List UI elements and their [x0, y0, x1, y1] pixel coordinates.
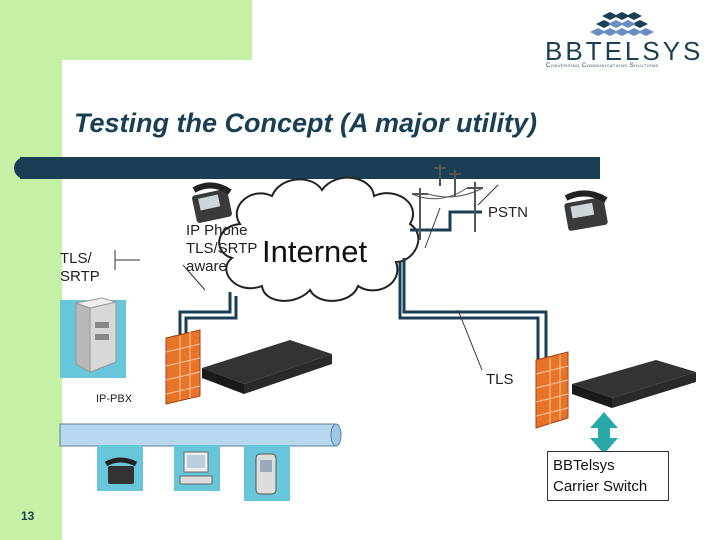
ip-phone-label-line1: IP Phone — [186, 222, 248, 239]
desk-phone-icon — [564, 190, 608, 231]
logo-tagline: Converging Communications Solutions — [546, 63, 659, 69]
ip-phone-label-line3: aware — [186, 258, 227, 275]
tls-srtp-label-line1: TLS/ — [60, 250, 92, 267]
ip-phone-label-line2: TLS/SRTP — [186, 240, 258, 257]
carrier-switch-label-line1: BBTelsys — [553, 457, 615, 474]
desktop-computer-icon — [179, 451, 213, 485]
pstn-label: PSTN — [488, 204, 529, 221]
router-icon — [572, 360, 696, 408]
page-number: 13 — [21, 509, 35, 523]
desk-phone-icon — [192, 182, 232, 223]
carrier-switch-callout — [547, 451, 669, 501]
firewall-icon — [165, 329, 201, 405]
carrier-switch-label-line2: Carrier Switch — [553, 478, 648, 495]
desk-phone-icon — [104, 457, 138, 484]
mobile-phone-icon — [255, 453, 277, 495]
bbtelsys-diamond-logo-icon — [590, 12, 654, 36]
router-icon — [202, 340, 332, 394]
carrier-switch-label: BBTelsys Carrier Switch — [553, 455, 647, 497]
ip-pbx-label: IP-PBX — [96, 393, 133, 405]
telephone-pole-icon — [411, 164, 484, 240]
lan-bar — [59, 423, 342, 447]
tls-srtp-label-line2: SRTP — [60, 268, 100, 285]
ip-pbx-server-icon — [60, 297, 126, 378]
tls-label: TLS — [486, 371, 514, 388]
top-green-block — [62, 0, 252, 60]
switch-link-arrow — [590, 412, 618, 454]
cloud-icon — [218, 176, 420, 302]
logo-wordmark: BBTELSYS — [545, 36, 704, 66]
internet-label: Internet — [262, 234, 368, 269]
left-green-strip — [0, 0, 62, 540]
slide-title: Testing the Concept (A major utility) — [74, 108, 538, 138]
firewall-icon — [535, 351, 569, 429]
